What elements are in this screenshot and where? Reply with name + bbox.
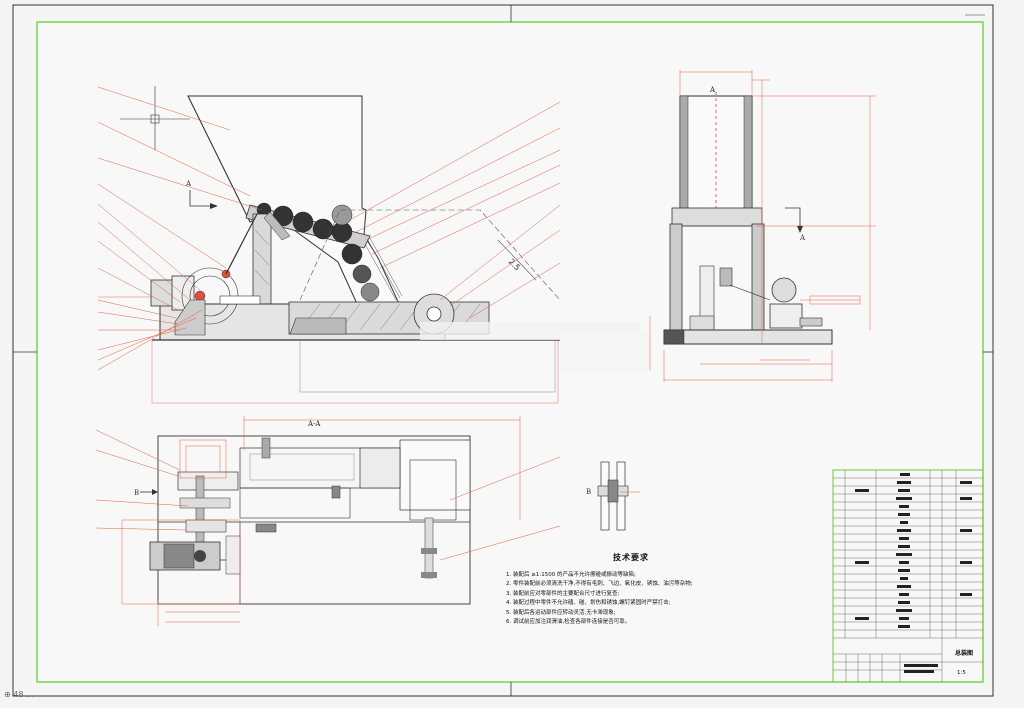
technical-requirements: 技术要求 1. 装配后 ≥1:1500 的产品不允许擦碰或振动等缺陷; 2. 零…: [506, 553, 756, 628]
drawing-name: 总装图: [955, 650, 974, 657]
section-view-a-a: B: [95, 416, 561, 626]
section-marker-a: A: [799, 234, 806, 242]
view-b: B: [586, 461, 640, 531]
inner-frame: [36, 21, 984, 683]
note-line-1: 1. 装配后 ≥1:1500 的产品不允许擦碰或振动等缺陷;: [506, 571, 636, 578]
section-title-a-a: A-A: [308, 420, 321, 428]
note-line-4: 4. 装配过程中零件不允许磕、碰、划伤和锈蚀,螺钉紧固时严禁打击;: [506, 600, 671, 606]
note-line-5: 5. 装配后各运动部件应转动灵活,无卡滞现象;: [506, 609, 616, 616]
section-marker-a-front: A: [186, 180, 192, 188]
technical-requirements-title: 技术要求: [613, 553, 649, 562]
status-indicator: ⊕ 48 ...: [4, 690, 34, 699]
note-line-2: 2. 零件装配前必须清洗干净,不得有毛刺、飞边、氧化皮、锈蚀、油污等杂物;: [506, 581, 693, 587]
view-marker-b: B: [134, 489, 139, 497]
note-line-3: 3. 装配前应对零部件的主要配合尺寸进行复查;: [506, 590, 620, 597]
drawing-scale: 1:5: [957, 670, 966, 676]
section-marker-a-side: A: [710, 86, 716, 94]
title-block-text: 总装图 1:5: [833, 470, 983, 682]
note-line-6: 6. 调试前应加注润滑油,检查各部件连接是否可靠。: [506, 619, 631, 625]
side-view: A: [649, 70, 876, 382]
front-view: 2.5: [97, 86, 650, 404]
title-block: [832, 469, 984, 683]
view-b-label: B: [586, 488, 591, 496]
